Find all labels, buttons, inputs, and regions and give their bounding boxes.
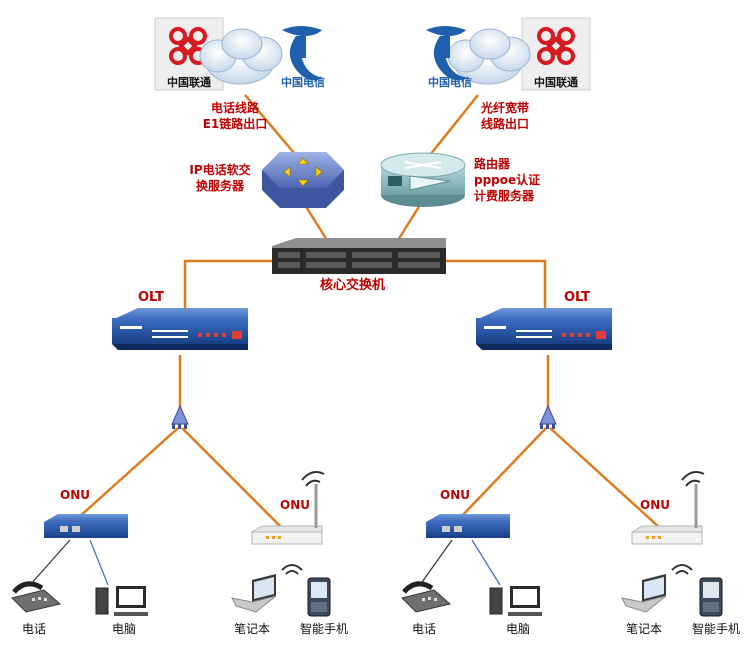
fiber-line-label-2: 线路出口: [480, 117, 529, 131]
phone-line-label: 电话线路 E1链路出口: [180, 100, 290, 132]
telecom-name-left: 中国电信: [281, 75, 325, 89]
fiber-line-label: 光纤宽带 线路出口: [460, 100, 550, 132]
unicom-knot-icon-right: [537, 27, 575, 65]
olt-right-label: OLT: [564, 290, 591, 305]
cable-pc-left: [89, 539, 109, 586]
telecom-logo-icon-left: [282, 26, 324, 81]
unicom-name-right: 中国联通: [534, 75, 578, 89]
link-splitter-right-to-onu-a: [459, 427, 547, 519]
olt-left-device: [112, 308, 248, 350]
device-pc-right-label: 电脑: [506, 622, 531, 636]
device-phone-left-label: 电话: [22, 622, 47, 636]
onu-box-right: [426, 514, 510, 538]
carrier-group-right: [426, 17, 591, 91]
cloud-icon-right: [447, 28, 531, 85]
wifi-signal-icon-laptop-left: [281, 564, 303, 575]
link-splitter-right-to-onu-b: [549, 427, 661, 529]
phone-line-label-1: 电话线路: [210, 101, 259, 115]
link-cloud-right-to-router: [425, 94, 479, 161]
device-laptop-right-label: 笔记本: [626, 622, 663, 636]
cable-pc-right: [471, 539, 501, 586]
softswitch-server-icon: [262, 152, 344, 208]
link-splitter-left-to-onu-b: [181, 427, 283, 529]
onu-box-left: [44, 514, 128, 538]
smartphone-icon-left: [307, 577, 331, 617]
onu-right-b-label: ONU: [640, 498, 670, 512]
desktop-pc-icon-left: [95, 586, 148, 616]
device-laptop-left-label: 笔记本: [234, 622, 271, 636]
device-pc-left-label: 电脑: [112, 622, 137, 636]
cloud-icon-left: [199, 28, 283, 85]
router-label-2: pppoe认证: [474, 173, 541, 187]
olt-left-label: OLT: [138, 290, 165, 305]
desktop-pc-icon-right: [489, 586, 542, 616]
router-label-3: 计费服务器: [474, 189, 535, 203]
device-smartphone-right-label: 智能手机: [692, 622, 741, 636]
wifi-signal-icon-laptop-right: [671, 564, 693, 575]
router-label: 路由器 pppoe认证 计费服务器: [474, 156, 540, 204]
softswitch-label: IP电话软交 换服务器: [180, 162, 260, 194]
router-icon: [380, 152, 466, 207]
carrier-group-left: [154, 17, 324, 91]
link-core-to-olt-left: [183, 259, 272, 308]
phone-line-label-2: E1链路出口: [202, 117, 268, 131]
telecom-name-right: 中国电信: [428, 75, 472, 89]
olt-right-device: [476, 308, 612, 350]
link-core-to-olt-right: [445, 259, 547, 308]
telephone-icon-left: [11, 581, 62, 613]
splitter-left-icon: [171, 404, 189, 429]
device-cables: [29, 539, 501, 586]
onu-wireless-left: [250, 484, 323, 545]
splitter-right-icon: [539, 404, 557, 429]
link-cloud-left-to-softswitch: [244, 94, 301, 161]
onu-left-b-label: ONU: [280, 498, 310, 512]
link-splitter-left-to-onu-a: [77, 427, 179, 519]
wifi-signal-icon-onu-right: [681, 471, 705, 487]
unicom-name-left: 中国联通: [167, 75, 211, 89]
cable-phone-right: [419, 539, 453, 586]
fiber-line-label-1: 光纤宽带: [480, 101, 529, 115]
smartphone-icon-right: [699, 577, 723, 617]
laptop-icon-left: [231, 574, 277, 613]
laptop-icon-right: [621, 574, 667, 613]
device-smartphone-left-label: 智能手机: [300, 622, 349, 636]
cable-phone-left: [29, 539, 71, 586]
wifi-signal-icon-onu-left: [301, 471, 325, 487]
device-phone-right-label: 电话: [412, 622, 437, 636]
onu-right-a-label: ONU: [440, 488, 470, 502]
telephone-icon-right: [401, 581, 452, 613]
core-switch-label: 核心交换机: [320, 278, 386, 293]
link-lines: [77, 94, 661, 529]
onu-wireless-right: [630, 484, 703, 545]
softswitch-label-1: IP电话软交: [189, 163, 251, 177]
softswitch-label-2: 换服务器: [195, 179, 244, 193]
telecom-logo-icon-right: [426, 26, 468, 81]
router-label-1: 路由器: [474, 157, 511, 171]
onu-left-a-label: ONU: [60, 488, 90, 502]
core-switch-icon: [272, 238, 446, 274]
